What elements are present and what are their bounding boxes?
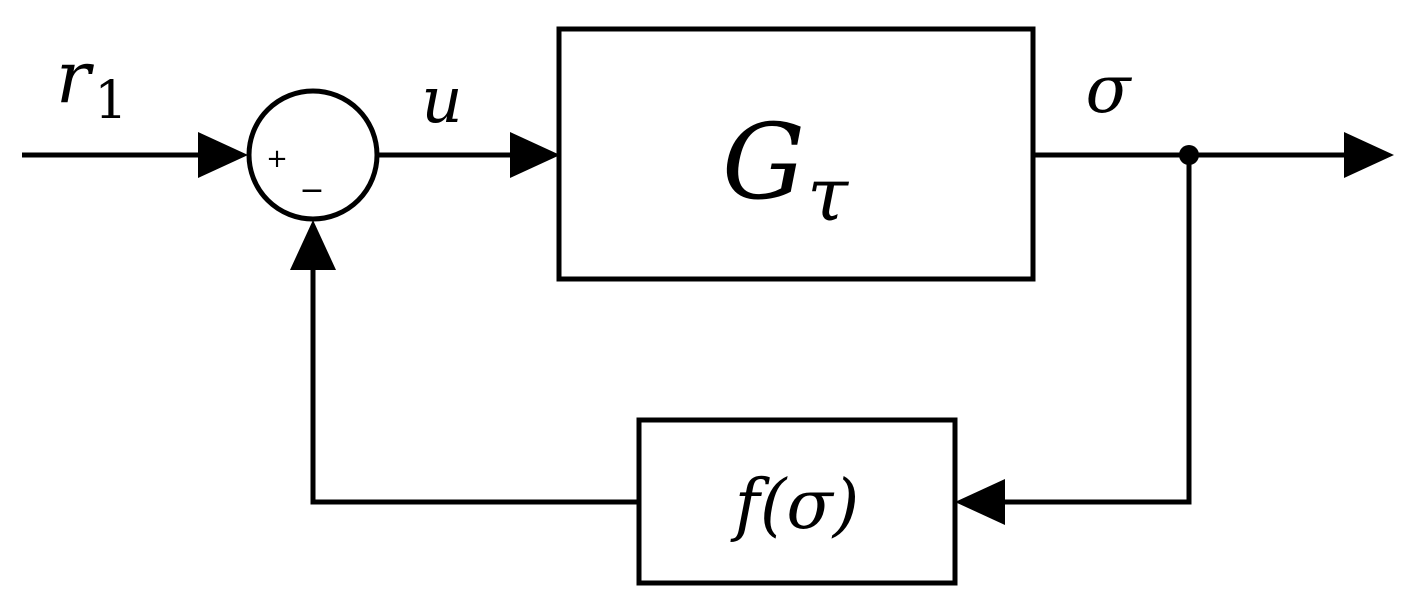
feedback-block <box>636 417 958 586</box>
feedback-block-label: f(σ) <box>730 466 860 545</box>
plant-block <box>556 26 1036 282</box>
plant-symbol: G <box>722 101 805 223</box>
minus-sign: − <box>299 173 324 208</box>
output-signal-label: σ <box>1085 51 1132 128</box>
plant-block-label: Gτ <box>722 101 849 238</box>
plant-subscript: τ <box>807 152 849 238</box>
feedback-wire-right <box>995 155 1192 505</box>
error-signal-label: u <box>421 64 462 138</box>
output-arrowhead <box>1344 132 1394 178</box>
input-signal-label: r1 <box>56 35 128 131</box>
input-arrowhead <box>198 132 248 178</box>
plus-sign: + <box>266 144 288 174</box>
error-arrowhead <box>510 132 560 178</box>
input-symbol: r <box>56 35 94 119</box>
feedback-arrowhead-summer <box>290 220 336 270</box>
feedback-arrowhead-block <box>955 479 1005 525</box>
input-subscript: 1 <box>94 71 127 131</box>
feedback-wire-left <box>310 262 639 505</box>
